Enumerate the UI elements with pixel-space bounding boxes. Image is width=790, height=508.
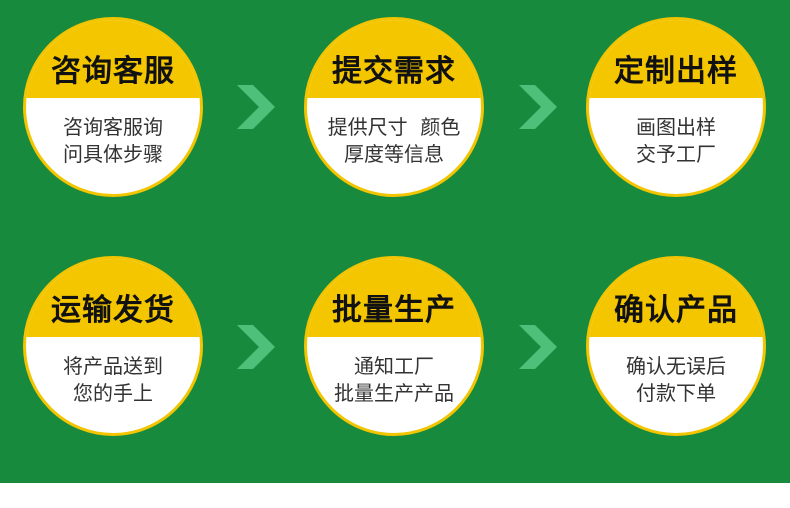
step-desc-line: 您的手上 <box>73 381 153 405</box>
step-production-circle: 批量生产 通知工厂 批量生产产品 <box>304 256 484 436</box>
step-desc-line: 通知工厂 <box>354 354 434 378</box>
step-shipping-circle: 运输发货 将产品送到 您的手上 <box>23 256 203 436</box>
process-steps-panel: 咨询客服 咨询客服询 问具体步骤 提交需求 提供尺寸 颜色 厚度等信息 定制出样… <box>0 0 790 483</box>
step-confirm-circle: 确认产品 确认无误后 付款下单 <box>586 256 766 436</box>
step-desc-line: 将产品送到 <box>63 354 163 378</box>
step-title: 运输发货 <box>51 293 175 328</box>
step-title-band <box>307 259 481 337</box>
step-desc-line: 画图出样 <box>636 115 716 139</box>
step-description: 通知工厂 批量生产产品 <box>307 353 481 407</box>
chevron-right-icon <box>237 325 275 369</box>
step-title: 咨询客服 <box>51 54 175 89</box>
step-desc-line: 提供尺寸 颜色 <box>327 115 461 139</box>
step-desc-line: 交予工厂 <box>636 142 716 166</box>
step-description: 画图出样 交予工厂 <box>589 114 763 168</box>
chevron-right-icon <box>237 85 275 129</box>
step-desc-line: 确认无误后 <box>626 354 726 378</box>
step-title-band <box>589 259 763 337</box>
step-title: 确认产品 <box>614 293 738 328</box>
step-description: 确认无误后 付款下单 <box>589 353 763 407</box>
step-desc-line: 厚度等信息 <box>344 142 444 166</box>
step-submit-circle: 提交需求 提供尺寸 颜色 厚度等信息 <box>304 17 484 197</box>
step-title-band <box>26 259 200 337</box>
step-title: 定制出样 <box>614 54 738 89</box>
step-desc-line: 咨询客服询 <box>63 115 163 139</box>
step-title-band <box>589 20 763 98</box>
step-desc-line: 批量生产产品 <box>334 381 454 405</box>
step-desc-line: 问具体步骤 <box>63 142 163 166</box>
chevron-right-icon <box>519 325 557 369</box>
step-description: 提供尺寸 颜色 厚度等信息 <box>307 114 481 168</box>
step-description: 将产品送到 您的手上 <box>26 353 200 407</box>
step-title: 提交需求 <box>332 54 456 89</box>
chevron-right-icon <box>519 85 557 129</box>
step-title-band <box>307 20 481 98</box>
step-description: 咨询客服询 问具体步骤 <box>26 114 200 168</box>
step-consult-circle: 咨询客服 咨询客服询 问具体步骤 <box>23 17 203 197</box>
step-desc-line: 付款下单 <box>636 381 716 405</box>
step-title-band <box>26 20 200 98</box>
step-sample-circle: 定制出样 画图出样 交予工厂 <box>586 17 766 197</box>
step-title: 批量生产 <box>332 293 456 328</box>
